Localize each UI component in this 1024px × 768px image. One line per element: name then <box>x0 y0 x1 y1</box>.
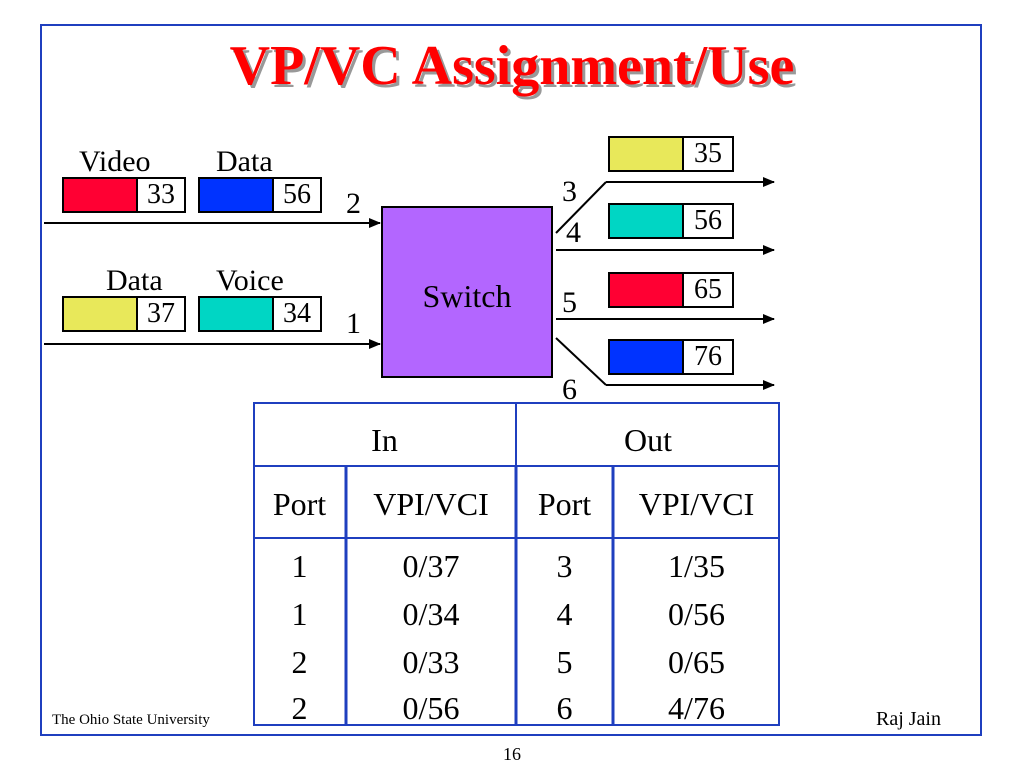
slide-title: VP/VC Assignment/Use <box>229 35 795 97</box>
footer-institution: The Ohio State University <box>52 712 210 728</box>
output-port-6-label: 6 <box>562 373 577 406</box>
input-cell-color-data-2 <box>62 296 138 332</box>
switch-box: Switch <box>381 206 553 378</box>
table-cell: 0/37 <box>402 548 460 584</box>
table-cell: 5 <box>556 644 573 680</box>
input-label-data: Data <box>216 145 273 178</box>
output-cell-color-76 <box>608 339 684 375</box>
table-cell: 4 <box>556 596 573 632</box>
output-cell-color-65 <box>608 272 684 308</box>
table-cell: 4/76 <box>668 690 725 726</box>
input-cell-color-voice <box>198 296 274 332</box>
input-cell-value-data-2: 37 <box>136 296 186 332</box>
table-cell: 0/33 <box>402 644 460 680</box>
output-cell-value-76: 76 <box>682 339 734 375</box>
input-cell-color-data <box>198 177 274 213</box>
output-cell-color-35 <box>608 136 684 172</box>
table-col-in-vpivci: VPI/VCI <box>373 486 489 522</box>
input-label-voice: Voice <box>216 264 284 297</box>
input-cell-value-voice: 34 <box>272 296 322 332</box>
input-port-2-label: 2 <box>346 187 361 220</box>
input-label-data-2: Data <box>106 264 163 297</box>
diagonal-port-3 <box>555 181 607 234</box>
table-cell: 6 <box>556 690 573 726</box>
input-label-video: Video <box>79 145 151 178</box>
input-port-1-label: 1 <box>346 307 361 340</box>
output-cell-value-35: 35 <box>682 136 734 172</box>
table-cell: 1 <box>291 596 308 632</box>
input-cell-value-video: 33 <box>136 177 186 213</box>
table-col-out-vpivci: VPI/VCI <box>638 486 755 522</box>
footer-author: Raj Jain <box>876 708 941 730</box>
output-port-5-label: 5 <box>562 286 577 319</box>
input-cell-value-data: 56 <box>272 177 322 213</box>
table-cell: 0/65 <box>668 644 725 680</box>
table-col-in-port: Port <box>272 486 327 522</box>
table-cell: 2 <box>291 690 308 726</box>
input-cell-color-video <box>62 177 138 213</box>
table-header-out: Out <box>624 422 672 458</box>
table-grid <box>253 402 780 726</box>
page-number: 16 <box>503 744 521 764</box>
slide-frame <box>40 24 982 736</box>
output-port-4-label: 4 <box>566 216 581 249</box>
table-cell: 0/56 <box>402 690 460 726</box>
vpi-vci-table: In Out Port VPI/VCI Port VPI/VCI 1 0/37 … <box>253 402 780 726</box>
table-cell: 0/34 <box>402 596 460 632</box>
output-cell-color-56 <box>608 203 684 239</box>
output-cell-value-56: 56 <box>682 203 734 239</box>
table-cell: 2 <box>291 644 308 680</box>
output-cell-value-65: 65 <box>682 272 734 308</box>
output-port-3-label: 3 <box>562 175 577 208</box>
table-cell: 1 <box>291 548 308 584</box>
table-cell: 0/56 <box>668 596 725 632</box>
table-cell: 1/35 <box>668 548 725 584</box>
table-header-in: In <box>371 422 398 458</box>
table-col-out-port: Port <box>537 486 592 522</box>
table-cell: 3 <box>556 548 573 584</box>
diagonal-port-6 <box>555 337 607 386</box>
